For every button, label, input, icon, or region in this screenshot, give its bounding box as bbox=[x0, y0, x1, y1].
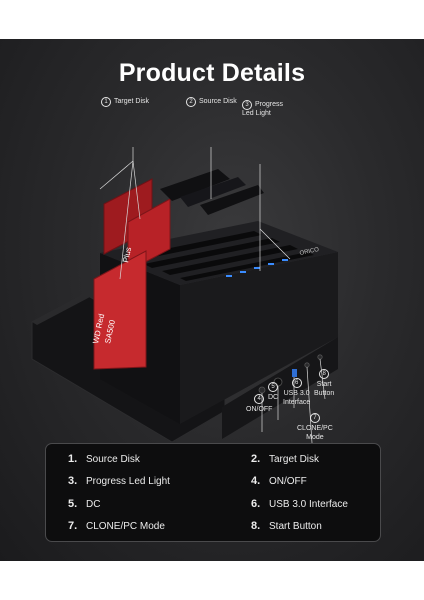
base-tray-rim bbox=[32, 294, 90, 325]
source-disk-black bbox=[160, 169, 264, 215]
disk-slot-2 bbox=[144, 238, 280, 268]
legend-item-4: 4.ON/OFF bbox=[251, 475, 307, 487]
product-details-panel: Product Details WD Red SA500 Plus bbox=[0, 39, 424, 561]
legend-item-1: 1.Source Disk bbox=[68, 453, 140, 465]
brand-logo: ORICO bbox=[299, 247, 320, 257]
clone-pc-mode-switch bbox=[304, 362, 310, 368]
legend-item-7: 7.CLONE/PC Mode bbox=[68, 520, 165, 532]
disk-slot-4 bbox=[180, 252, 314, 281]
docking-station-illustration: WD Red SA500 Plus ORICO bbox=[31, 147, 338, 444]
start-button bbox=[317, 354, 323, 360]
on-off-switch bbox=[258, 386, 266, 394]
device-front-face bbox=[180, 252, 338, 424]
legend-item-8: 8.Start Button bbox=[251, 520, 322, 532]
progress-led-lights bbox=[226, 259, 288, 277]
legend-item-6: 6.USB 3.0 Interface bbox=[251, 498, 348, 510]
disk-slot-3 bbox=[162, 245, 298, 275]
callout-lines bbox=[99, 147, 326, 444]
legend-item-2: 2.Target Disk bbox=[251, 453, 320, 465]
legend-item-5: 5.DC bbox=[68, 498, 101, 510]
legend-item-3: 3.Progress Led Light bbox=[68, 475, 170, 487]
disk-label-plus: Plus bbox=[121, 246, 133, 263]
target-disk-red: WD Red SA500 Plus bbox=[91, 178, 171, 370]
legend-box: 1.Source Disk 2.Target Disk 3.Progress L… bbox=[45, 443, 381, 542]
rear-panel bbox=[222, 337, 338, 439]
usb-3-port bbox=[292, 369, 297, 377]
page-title: Product Details bbox=[118, 59, 306, 87]
